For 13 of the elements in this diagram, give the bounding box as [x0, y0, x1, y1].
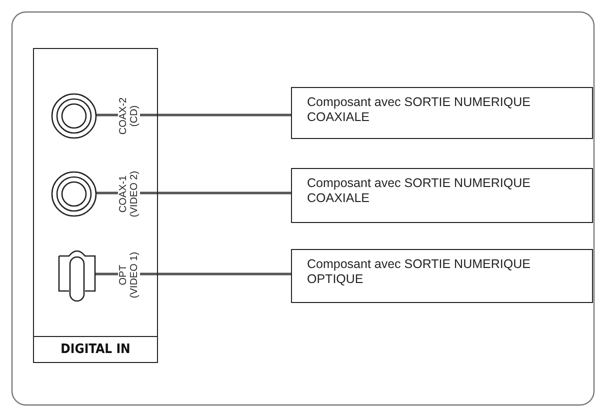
- connection-line: [96, 192, 291, 194]
- component-box: Composant avec SORTIE NUMERIQUE COAXIALE: [291, 87, 593, 139]
- component-box: Composant avec SORTIE NUMERIQUE COAXIALE: [291, 168, 593, 223]
- jack-label: COAX-1 (VIDEO 2): [118, 168, 140, 220]
- component-box: Composant avec SORTIE NUMERIQUE OPTIQUE: [291, 249, 593, 303]
- jack-label: OPT (VIDEO 1): [118, 250, 140, 302]
- coaxial-jack-icon: [51, 171, 97, 217]
- connection-line: [96, 114, 291, 116]
- input-panel: [33, 48, 158, 363]
- coaxial-jack-icon: [51, 93, 97, 139]
- panel-label: DIGITAL IN: [34, 336, 157, 362]
- jack-label: COAX-2 (CD): [118, 95, 140, 138]
- connection-line: [95, 272, 291, 276]
